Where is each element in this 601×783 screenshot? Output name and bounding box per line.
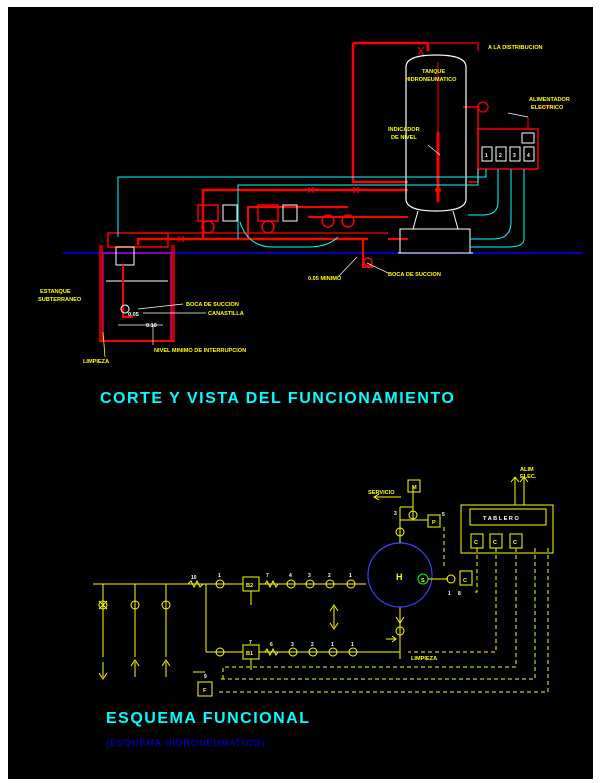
label-box-m: M [412, 485, 417, 491]
label-item-number: 1 [331, 642, 334, 648]
cad-drawing-sheet: 1 2 3 4 A LA DISTRIBUCION [8, 7, 593, 779]
label-minimo: 0.05 MINIMO [308, 276, 342, 282]
panel-box-label: 4 [527, 153, 530, 159]
label-item-number: 5 [442, 512, 445, 518]
label-boca-succion: BOCA DE SUCCION [186, 302, 239, 308]
panel-box-label: 2 [499, 153, 502, 159]
label-limpieza-top: LIMPIEZA [83, 359, 109, 365]
label-item-number: 1 [448, 591, 451, 597]
electrical-conduits [117, 169, 525, 248]
label-level-010: 0.10 [146, 323, 157, 329]
label-item-number: 2 [311, 642, 314, 648]
label-item-number: 6 [270, 642, 273, 648]
label-tanque: TANQUE [422, 69, 445, 75]
label-item-number: 7 [249, 640, 252, 646]
label-pump-b1: B1 [246, 651, 253, 657]
label-item-number: 1 [218, 573, 221, 579]
label-de-nivel: DE NIVEL [391, 135, 417, 141]
label-tablero: T A B L E R O [483, 516, 519, 522]
label-level-005: 0.05 [128, 312, 139, 318]
label-limpieza-bottom: LIMPIEZA [411, 656, 437, 662]
label-box-c: C [493, 540, 497, 546]
underground-tank [99, 232, 175, 358]
label-estanque: ESTANQUE [40, 289, 71, 295]
label-alim: ALIM [520, 467, 534, 473]
hydropneumatic-tank [398, 54, 473, 254]
label-electrico: ELECTRICO [531, 105, 564, 111]
panel-box-label: 1 [485, 153, 488, 159]
label-item-number: 3 [394, 511, 397, 517]
label-sensor-s: S [421, 578, 425, 584]
electrical-panel: 1 2 3 4 [477, 106, 553, 170]
label-item-number: 2 [328, 573, 331, 579]
label-item-number: 7 [266, 573, 269, 579]
label-item-number: 10 [191, 575, 197, 581]
panel-box-label: 3 [513, 153, 516, 159]
label-item-number: 9 [204, 674, 207, 680]
schema-subtitle: (ESQUEMA HIDRONEUMATICO) [106, 738, 265, 748]
label-item-number: 3 [308, 573, 311, 579]
label-nivel-minimo: NIVEL MINIMO DE INTERRUPCION [154, 348, 246, 354]
label-alimentador: ALIMENTADOR [529, 97, 570, 103]
label-tank-h: H [396, 572, 403, 582]
upper-section-diagram: 1 2 3 4 A LA DISTRIBUCION [38, 41, 583, 365]
label-box-c: C [513, 540, 517, 546]
label-subterraneo: SUBTERRANEO [38, 297, 82, 303]
label-tanque-type: HIDRONEUMATICO [405, 77, 457, 83]
functional-schema-diagram [93, 476, 554, 697]
label-item-number: 8 [458, 591, 461, 597]
label-item-number: 1 [349, 573, 352, 579]
label-box-c: C [463, 578, 467, 584]
label-item-number: 3 [291, 642, 294, 648]
section-title-corte: CORTE Y VISTA DEL FUNCIONAMIENTO [100, 390, 455, 407]
label-a-la-distribucion: A LA DISTRIBUCION [488, 45, 543, 51]
label-box-f: F [203, 688, 207, 694]
schema-title: ESQUEMA FUNCIONAL [106, 710, 310, 727]
hydropneumatic-drawing: 1 2 3 4 A LA DISTRIBUCION [38, 41, 583, 748]
label-box-c: C [474, 540, 478, 546]
leader-lines [137, 112, 529, 345]
label-boca-succion-tank: BOCA DE SUCCION [388, 272, 441, 278]
label-elec: ELEC. [520, 474, 537, 480]
red-pipework [136, 41, 489, 268]
label-pump-b2: B2 [246, 583, 253, 589]
label-item-number: 1 [351, 642, 354, 648]
label-item-number: 4 [289, 573, 292, 579]
label-canastilla: CANASTILLA [208, 311, 244, 317]
label-indicador: INDICADOR [388, 127, 420, 133]
label-box-p: P [432, 520, 436, 526]
label-servicio: SERVICIO [368, 490, 395, 496]
